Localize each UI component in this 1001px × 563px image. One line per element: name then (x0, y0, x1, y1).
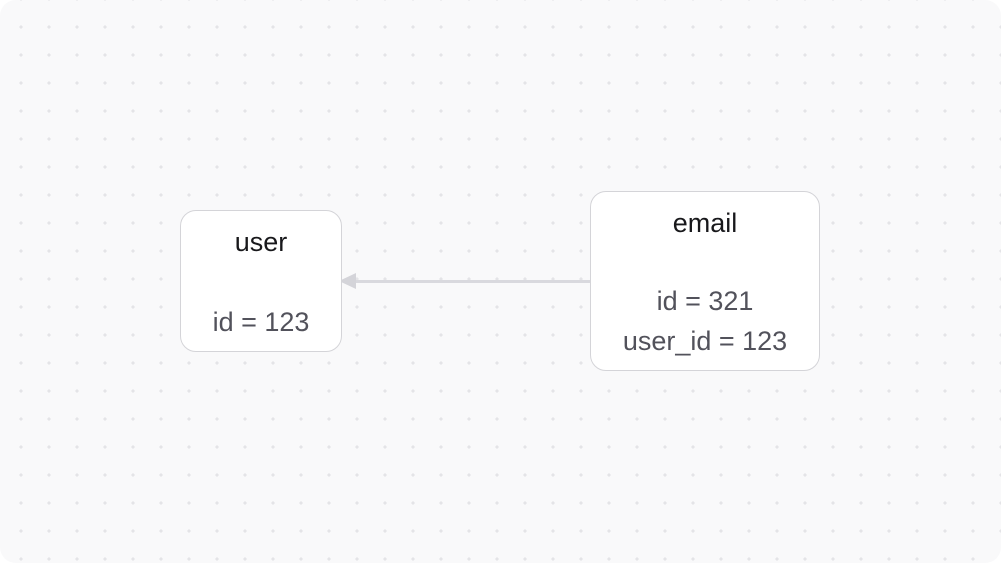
node-user-title: user (234, 227, 288, 257)
node-email-row-user-id: user_id = 123 (622, 326, 788, 356)
node-email-row-id: id = 321 (656, 286, 754, 316)
node-email-title: email (672, 208, 738, 238)
arrowhead-left-icon (339, 273, 356, 289)
node-user-rows: id = 123 (213, 302, 310, 342)
node-email-rows: id = 321 user_id = 123 (623, 281, 787, 361)
node-user[interactable]: user id = 123 (180, 210, 342, 352)
node-email[interactable]: email id = 321 user_id = 123 (590, 191, 820, 371)
node-user-row-id: id = 123 (212, 307, 310, 337)
edge-email-to-user (354, 280, 590, 283)
